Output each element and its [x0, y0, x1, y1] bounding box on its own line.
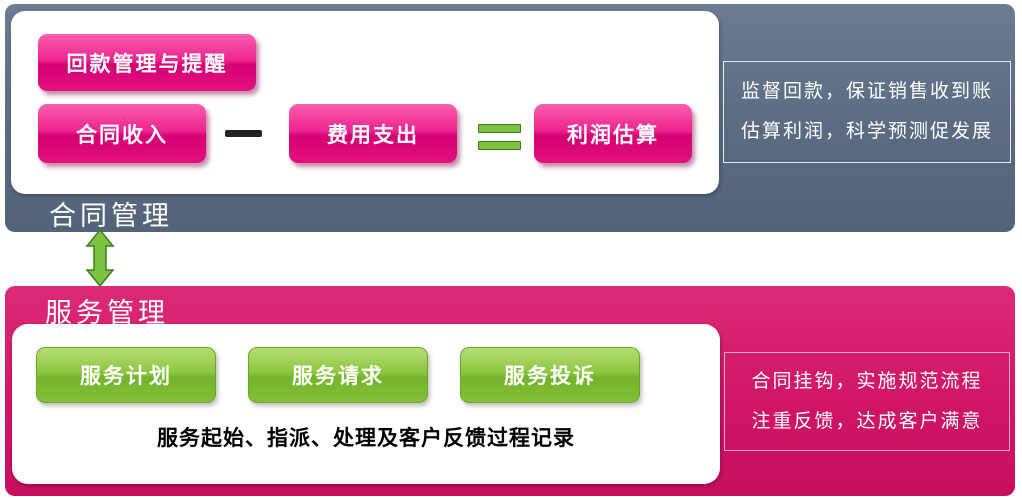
contract-income-label: 合同收入	[76, 122, 168, 147]
double-arrow-icon	[85, 228, 115, 288]
service-process-caption: 服务起始、指派、处理及客户反馈过程记录	[157, 427, 575, 450]
payment-reminder-node: 回款管理与提醒	[38, 34, 256, 91]
service-inner-card: 服务计划 服务请求 服务投诉 服务起始、指派、处理及客户反馈过程记录	[12, 324, 720, 484]
service-section-title: 服务管理	[45, 298, 169, 328]
expense-label: 费用支出	[327, 122, 419, 147]
minus-operator-icon	[225, 130, 262, 137]
profit-estimate-node: 利润估算	[534, 104, 692, 163]
payment-reminder-label: 回款管理与提醒	[66, 51, 228, 76]
equals-operator-icon	[478, 124, 521, 150]
equals-bar-bottom	[478, 141, 521, 150]
expense-node: 费用支出	[289, 104, 457, 163]
contract-inner-card: 回款管理与提醒 合同收入 费用支出 利润估算	[11, 11, 719, 194]
contract-income-node: 合同收入	[38, 104, 206, 163]
service-plan-node: 服务计划	[36, 347, 216, 403]
service-plan-label: 服务计划	[80, 364, 172, 388]
contract-section-title: 合同管理	[49, 201, 173, 231]
service-complaint-node: 服务投诉	[460, 347, 640, 403]
service-request-node: 服务请求	[248, 347, 428, 403]
profit-estimate-label: 利润估算	[567, 122, 659, 147]
contract-note-box: 监督回款，保证销售收到账 估算利润，科学预测促发展	[723, 61, 1011, 163]
service-note-box: 合同挂钩，实施规范流程 注重反馈，达成客户满意	[724, 352, 1010, 451]
equals-bar-top	[478, 124, 521, 133]
contract-note-line2: 估算利润，科学预测促发展	[740, 121, 993, 142]
service-note-line2: 注重反馈，达成客户满意	[751, 410, 983, 432]
contract-note-line1: 监督回款，保证销售收到账	[740, 81, 993, 102]
service-complaint-label: 服务投诉	[504, 364, 596, 388]
service-management-panel: 服务管理 服务计划 服务请求 服务投诉 服务起始、指派、处理及客户反馈过程记录 …	[5, 286, 1015, 496]
service-note-line1: 合同挂钩，实施规范流程	[751, 370, 983, 392]
contract-management-panel: 回款管理与提醒 合同收入 费用支出 利润估算 合同管理 监督回款，保证销售收到账…	[5, 4, 1015, 232]
service-request-label: 服务请求	[292, 364, 384, 388]
